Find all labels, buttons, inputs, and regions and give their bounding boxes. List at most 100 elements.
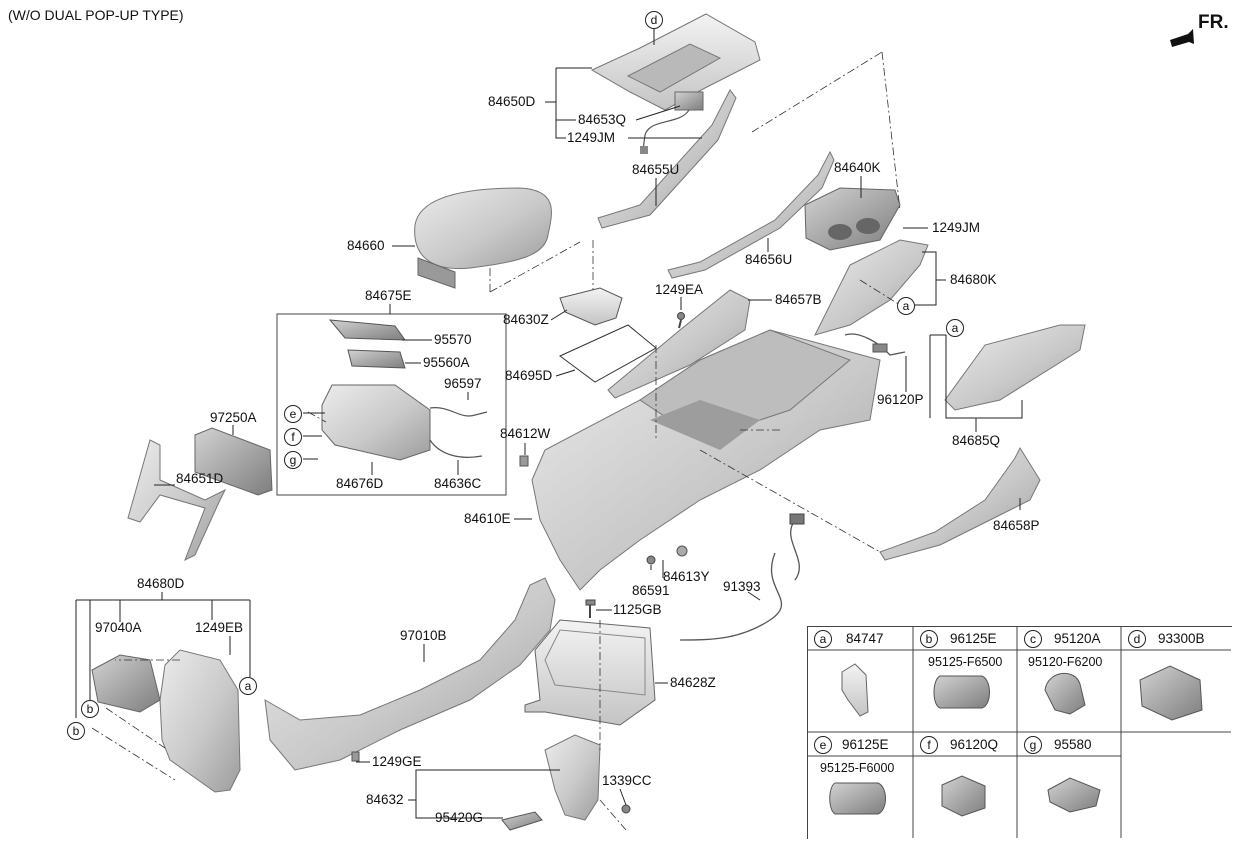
callout-e: e <box>284 405 302 423</box>
part-95560A <box>347 349 406 369</box>
legend-letter: g <box>1024 736 1042 754</box>
part-84655U <box>597 89 737 229</box>
legend-cell-c: c 95120A 95120-F6200 <box>1018 627 1122 733</box>
legend-part-number: 96125E <box>950 631 997 646</box>
part-91393-wire <box>679 519 800 641</box>
label-1249JM-right: 1249JM <box>932 220 981 235</box>
type-note: (W/O DUAL POP-UP TYPE) <box>8 7 184 23</box>
legend-letter: d <box>1128 630 1146 648</box>
label-84695D: 84695D <box>505 368 553 383</box>
part-95570 <box>328 319 406 341</box>
part-84676D <box>321 384 431 461</box>
legend-part-number: 96120Q <box>950 737 999 752</box>
part-84651D <box>127 439 227 562</box>
legend-part-number: 96125E <box>842 737 889 752</box>
label-84653Q: 84653Q <box>578 112 627 127</box>
part-84680D-rear-panel <box>159 649 241 793</box>
label-84680K: 84680K <box>950 272 997 287</box>
label-84612W: 84612W <box>500 426 551 441</box>
usb-96125E-icon <box>933 675 990 709</box>
part-97040A-vent <box>91 654 161 713</box>
label-84628Z: 84628Z <box>670 675 716 690</box>
legend-sub-number: 95125-F6000 <box>820 761 895 775</box>
legend-part-number: 95120A <box>1054 631 1101 646</box>
legend-cell-b: b 96125E 95125-F6500 <box>914 627 1018 733</box>
legend-letter: b <box>920 630 938 648</box>
label-84610E: 84610E <box>464 511 511 526</box>
callout-g: g <box>284 451 302 469</box>
part-84630Z-tray <box>559 287 623 326</box>
part-84685Q <box>944 324 1086 411</box>
part-84640K-cupholder <box>804 187 901 251</box>
label-1249EA: 1249EA <box>655 282 704 297</box>
label-84636C: 84636C <box>434 476 482 491</box>
part-84656U <box>667 150 835 279</box>
label-86591: 86591 <box>632 583 670 598</box>
leader-lines <box>75 28 1023 819</box>
part-84680K <box>814 239 929 336</box>
callout-a-right: a <box>897 297 915 315</box>
part-84632-bracket <box>544 734 601 821</box>
part-84653Q <box>674 91 704 111</box>
legend-cell-g: g 95580 <box>1018 733 1122 839</box>
label-1249EB: 1249EB <box>195 620 244 635</box>
label-97250A: 97250A <box>210 410 257 425</box>
label-84651D: 84651D <box>176 471 224 486</box>
clip-84747-icon <box>841 663 869 717</box>
switch-95580-icon <box>1047 777 1101 813</box>
alignment-lines <box>91 51 901 831</box>
part-86591 <box>646 555 656 565</box>
legend-cell-a: a 84747 <box>808 627 914 733</box>
part-1339CC <box>621 804 631 814</box>
label-84657B: 84657B <box>775 292 822 307</box>
switch-96120Q-icon <box>941 775 986 817</box>
legend-cell-d: d 93300B <box>1122 627 1232 733</box>
legend-letter: e <box>814 736 832 754</box>
legend-images <box>829 663 1203 817</box>
label-84640K: 84640K <box>834 160 881 175</box>
callout-a-panel: a <box>946 319 964 337</box>
legend-sub-number: 95120-F6200 <box>1028 655 1103 669</box>
label-84658P: 84658P <box>993 518 1040 533</box>
group-84675E-box <box>276 313 507 496</box>
callout-a-left: a <box>239 677 257 695</box>
label-84630Z: 84630Z <box>503 312 549 327</box>
part-84628Z-bin <box>524 619 656 726</box>
part-84636C-wire <box>429 439 483 458</box>
label-1339CC: 1339CC <box>602 773 652 788</box>
label-84680D: 84680D <box>137 576 185 591</box>
label-1249JM-top: 1249JM <box>567 130 616 145</box>
part-84657B <box>607 289 751 399</box>
part-97250A <box>194 427 273 496</box>
legend-table: a 84747 b 96125E 95125-F6500 c 95120A 95… <box>807 626 1232 839</box>
label-95560A: 95560A <box>423 355 470 370</box>
label-84685Q: 84685Q <box>952 433 1001 448</box>
legend-letter: f <box>920 736 938 754</box>
legend-part-number: 93300B <box>1158 631 1205 646</box>
legend-part-number: 95580 <box>1054 737 1092 752</box>
switch-93300B-icon <box>1139 665 1203 721</box>
legend-letter: c <box>1024 630 1042 648</box>
label-84660: 84660 <box>347 238 385 253</box>
part-1125GB-bolt <box>585 599 596 618</box>
legend-sub-number: 95125-F6500 <box>928 655 1003 669</box>
label-84675E: 84675E <box>365 288 412 303</box>
front-arrow-icon <box>1170 29 1194 47</box>
part-97010B-duct <box>264 577 556 771</box>
legend-cell-f: f 96120Q <box>914 733 1018 839</box>
legend-part-number: 84747 <box>846 631 884 646</box>
callout-d: d <box>645 11 663 29</box>
part-95420G <box>501 811 543 831</box>
usb-96125E-small-icon <box>829 782 886 815</box>
part-1249GE <box>351 751 360 762</box>
callout-f: f <box>284 428 302 446</box>
label-97040A: 97040A <box>95 620 142 635</box>
label-84613Y: 84613Y <box>663 569 710 584</box>
front-direction-label: FR. <box>1198 12 1229 33</box>
label-84632: 84632 <box>366 792 404 807</box>
label-97010B: 97010B <box>400 628 447 643</box>
label-91393: 91393 <box>723 579 761 594</box>
label-95570: 95570 <box>434 332 472 347</box>
